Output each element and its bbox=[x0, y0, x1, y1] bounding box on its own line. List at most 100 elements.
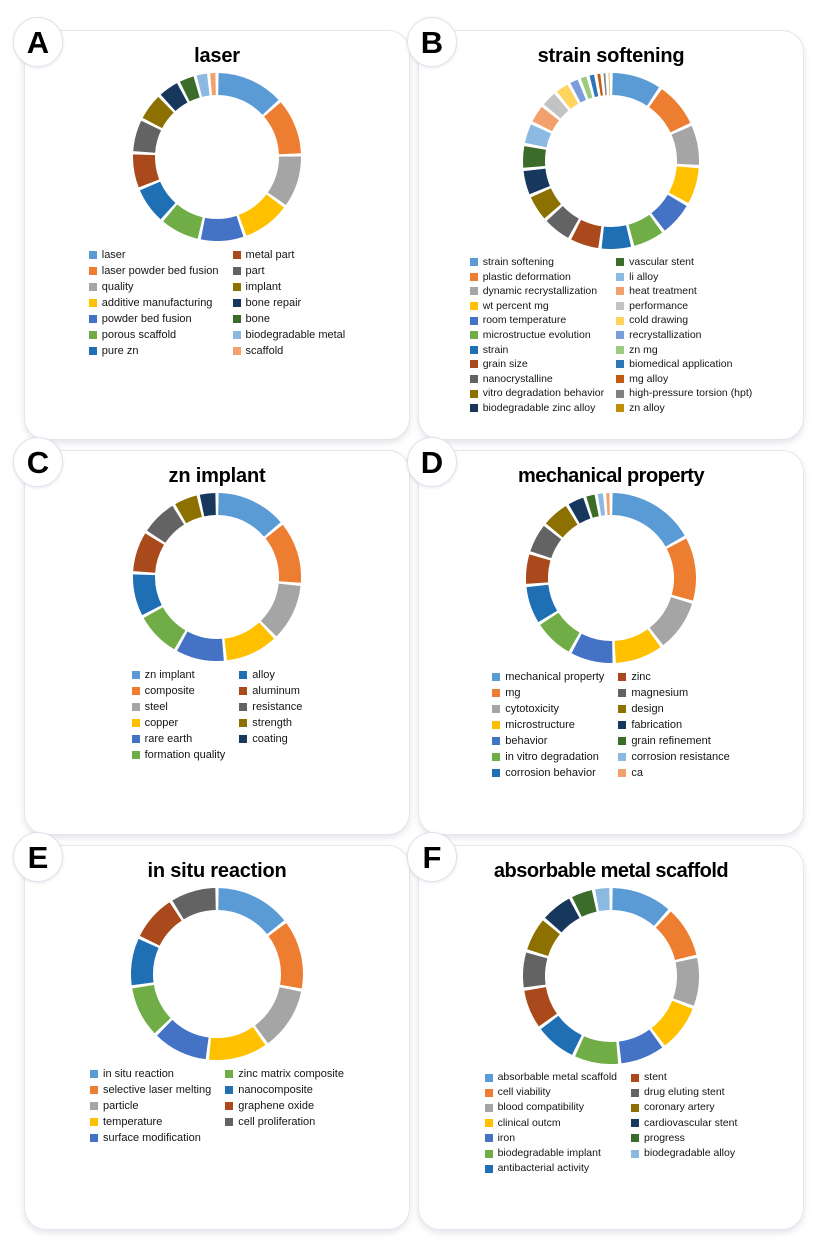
legend-item[interactable]: vascular stent bbox=[616, 255, 752, 270]
legend-item[interactable]: composite bbox=[131, 683, 226, 699]
legend-item[interactable]: mechanical property bbox=[492, 669, 604, 685]
legend-item[interactable]: graphene oxide bbox=[225, 1098, 344, 1114]
legend-item[interactable]: particle bbox=[90, 1098, 211, 1114]
legend-item[interactable]: behavior bbox=[492, 733, 604, 749]
legend-item[interactable]: microstructue evolution bbox=[469, 328, 604, 343]
legend-item[interactable]: drug eluting stent bbox=[631, 1085, 737, 1100]
legend-item[interactable]: dynamic recrystallization bbox=[469, 284, 604, 299]
legend-item[interactable]: surface modification bbox=[90, 1130, 211, 1146]
legend-item[interactable]: implant bbox=[232, 279, 346, 295]
legend-label: zinc matrix composite bbox=[238, 1068, 344, 1080]
legend-item[interactable]: zn implant bbox=[131, 667, 226, 683]
legend-item[interactable]: strain bbox=[469, 343, 604, 358]
legend-item[interactable]: porous scaffold bbox=[88, 327, 219, 343]
legend-item[interactable]: cell viability bbox=[484, 1085, 617, 1100]
legend-item[interactable]: powder bed fusion bbox=[88, 311, 219, 327]
legend-item[interactable]: magnesium bbox=[618, 685, 729, 701]
legend-item[interactable]: wt percent mg bbox=[469, 299, 604, 314]
legend-item[interactable]: vitro degradation behavior bbox=[469, 386, 604, 401]
legend-item[interactable]: cold drawing bbox=[616, 313, 752, 328]
legend-item[interactable]: alloy bbox=[239, 667, 302, 683]
legend-item[interactable]: part bbox=[232, 263, 346, 279]
legend-item[interactable]: selective laser melting bbox=[90, 1082, 211, 1098]
legend-item[interactable]: stent bbox=[631, 1070, 737, 1085]
legend-item[interactable]: performance bbox=[616, 299, 752, 314]
legend-item[interactable]: zn mg bbox=[616, 343, 752, 358]
legend-item[interactable]: absorbable metal scaffold bbox=[484, 1070, 617, 1085]
legend-item[interactable]: biodegradable metal bbox=[232, 327, 345, 343]
legend-item[interactable]: blood compatibility bbox=[484, 1100, 617, 1115]
legend-item[interactable]: rare earth bbox=[131, 731, 226, 747]
legend-item[interactable]: antibacterial activity bbox=[484, 1161, 617, 1176]
legend-item[interactable]: zn alloy bbox=[616, 401, 752, 416]
legend-item[interactable]: aluminum bbox=[239, 683, 302, 699]
legend-swatch-icon bbox=[618, 769, 627, 777]
legend-item[interactable]: grain size bbox=[469, 357, 604, 372]
legend-label: zn alloy bbox=[629, 401, 665, 414]
legend-item[interactable]: bone bbox=[232, 311, 346, 327]
legend-item[interactable]: room temperature bbox=[469, 313, 604, 328]
legend-label: plastic deformation bbox=[482, 270, 571, 283]
legend-item[interactable]: laser bbox=[88, 247, 219, 263]
legend-label: steel bbox=[144, 701, 168, 713]
legend-item[interactable]: grain refinement bbox=[618, 733, 729, 749]
legend-item[interactable]: biodegradable alloy bbox=[631, 1146, 737, 1161]
legend-item[interactable]: recrystallization bbox=[616, 328, 752, 343]
legend-item[interactable]: scaffold bbox=[232, 343, 346, 359]
legend-item[interactable]: clinical outcm bbox=[484, 1116, 617, 1131]
legend-item[interactable]: heat treatment bbox=[616, 284, 752, 299]
legend-item[interactable]: zinc matrix composite bbox=[225, 1066, 344, 1082]
legend-item[interactable]: cytotoxicity bbox=[492, 701, 604, 717]
legend-item[interactable]: biomedical application bbox=[616, 357, 752, 372]
legend-item[interactable]: biodegradable implant bbox=[484, 1146, 617, 1161]
legend-item[interactable]: in vitro degradation bbox=[492, 749, 604, 765]
legend-item[interactable]: pure zn bbox=[88, 343, 219, 359]
legend-item[interactable]: microstructure bbox=[492, 717, 604, 733]
legend-item[interactable]: cardiovascular stent bbox=[631, 1116, 737, 1131]
legend-item[interactable]: plastic deformation bbox=[469, 270, 604, 285]
legend-swatch-icon bbox=[469, 287, 478, 296]
legend-label: room temperature bbox=[482, 314, 567, 327]
legend-item[interactable]: bone repair bbox=[232, 295, 346, 311]
legend-label: surface modification bbox=[103, 1132, 201, 1144]
legend-item[interactable]: fabrication bbox=[618, 717, 729, 733]
legend-label: cell viability bbox=[497, 1086, 551, 1099]
legend-swatch-icon bbox=[492, 705, 501, 713]
donut-slice bbox=[589, 74, 599, 97]
donut-slice bbox=[655, 911, 697, 960]
legend-item[interactable]: iron bbox=[484, 1131, 617, 1146]
legend-item[interactable]: temperature bbox=[90, 1114, 211, 1130]
legend-item[interactable]: high-pressure torsion (hpt) bbox=[616, 386, 752, 401]
legend-item[interactable]: corrosion resistance bbox=[618, 749, 730, 765]
legend-item[interactable]: formation quality bbox=[131, 747, 225, 763]
legend-item[interactable]: zinc bbox=[618, 669, 729, 685]
legend-item[interactable]: biodegradable zinc alloy bbox=[469, 401, 604, 416]
legend-item[interactable]: additive manufacturing bbox=[88, 295, 219, 311]
legend-item[interactable]: cell proliferation bbox=[225, 1114, 344, 1130]
legend-item[interactable]: metal part bbox=[232, 247, 346, 263]
legend-item[interactable]: copper bbox=[131, 715, 226, 731]
legend-item[interactable]: li alloy bbox=[616, 270, 752, 285]
legend-item[interactable]: mg bbox=[492, 685, 604, 701]
legend-item[interactable]: strain softening bbox=[469, 255, 604, 270]
legend-item[interactable]: coating bbox=[239, 731, 302, 747]
legend-label: blood compatibility bbox=[497, 1101, 584, 1114]
legend-item[interactable]: quality bbox=[88, 279, 219, 295]
donut-slice bbox=[570, 79, 586, 103]
legend-item[interactable]: mg alloy bbox=[616, 372, 752, 387]
legend-item[interactable]: in situ reaction bbox=[90, 1066, 211, 1082]
legend-item[interactable]: corrosion behavior bbox=[492, 765, 604, 781]
legend-item[interactable]: strength bbox=[239, 715, 302, 731]
legend-item[interactable]: nanocrystalline bbox=[469, 372, 604, 387]
legend-item[interactable]: coronary artery bbox=[631, 1100, 737, 1115]
legend-item[interactable]: laser powder bed fusion bbox=[88, 263, 219, 279]
legend-label: wt percent mg bbox=[482, 299, 549, 312]
legend-item[interactable]: resistance bbox=[239, 699, 302, 715]
legend-item[interactable]: progress bbox=[631, 1131, 737, 1146]
legend-swatch-icon bbox=[232, 315, 241, 323]
legend-item[interactable]: ca bbox=[618, 765, 729, 781]
legend-item[interactable]: nanocomposite bbox=[225, 1082, 344, 1098]
legend-item[interactable]: steel bbox=[131, 699, 226, 715]
legend-label: nanocrystalline bbox=[482, 372, 553, 385]
legend-item[interactable]: design bbox=[618, 701, 729, 717]
